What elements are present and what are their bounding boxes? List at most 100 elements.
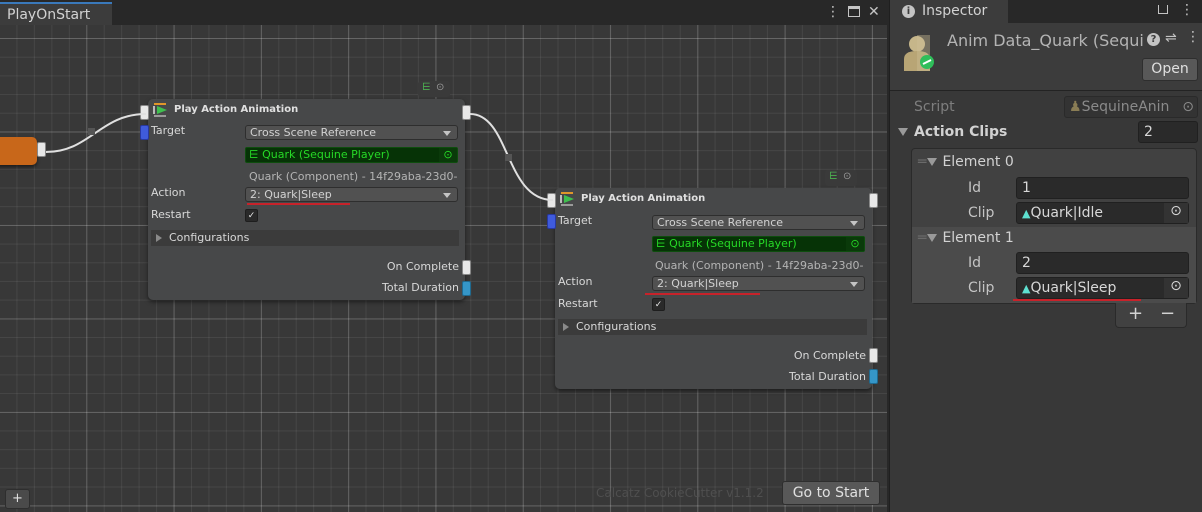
action-dropdown[interactable]: 2: Quark|Sleep (652, 276, 865, 291)
element-0-header[interactable]: ═Element 0 (918, 154, 1014, 170)
remove-element-button[interactable]: − (1160, 303, 1176, 324)
element-1-id-label: Id (968, 255, 982, 271)
node-2-mini-toolbar: ⋿⊙ (825, 170, 857, 186)
target-dropdown[interactable]: Cross Scene Reference (652, 215, 865, 230)
target-dropdown[interactable]: Cross Scene Reference (245, 125, 458, 140)
open-button[interactable]: Open (1142, 58, 1198, 81)
object-picker-icon[interactable]: ⊙ (846, 237, 864, 251)
component-reference-text: Quark (Component) - 14f29aba-23d0- (249, 170, 458, 183)
total-duration-label: Total Duration (789, 370, 866, 383)
go-to-start-button[interactable]: Go to Start (782, 481, 880, 505)
node-1-total-duration-port[interactable] (462, 281, 471, 296)
version-watermark: Calcatz CookieCutter v1.1.2 (596, 486, 764, 500)
configurations-foldout[interactable]: Configurations (558, 319, 867, 335)
graph-tabbar: PlayOnStart ⋮ ✕ (0, 0, 887, 25)
lock-icon[interactable] (1158, 5, 1168, 14)
object-picker-icon: ⊙ (1182, 99, 1194, 115)
action-dropdown[interactable]: 2: Quark|Sleep (245, 187, 458, 202)
element-0-id-label: Id (968, 180, 982, 196)
maximize-icon[interactable] (848, 6, 860, 17)
add-node-button[interactable]: + (5, 489, 30, 509)
window-controls: ⋮ ✕ (826, 4, 880, 20)
element-1-header[interactable]: ═Element 1 (918, 230, 1014, 246)
error-underline (247, 203, 350, 205)
action-label: Action (151, 186, 186, 199)
tab-inspector[interactable]: i Inspector (890, 0, 1008, 23)
target-icon[interactable]: ⊙ (843, 171, 852, 182)
sequine-player-object-field[interactable]: ⋿ Quark (Sequine Player)⊙ (652, 236, 865, 252)
target-icon[interactable]: ⊙ (436, 82, 445, 93)
asset-avatar-icon (904, 35, 934, 71)
on-complete-label: On Complete (386, 260, 459, 273)
chevron-down-icon (443, 131, 451, 136)
restart-checkbox[interactable]: ✓ (652, 298, 665, 311)
play-action-animation-node-2[interactable]: Play Action Animation Target Cross Scene… (555, 188, 872, 389)
node-2-total-duration-port[interactable] (869, 369, 878, 384)
element-0-clip-label: Clip (968, 205, 995, 221)
menu-icon[interactable]: ⋮ (1180, 2, 1194, 18)
start-node-output-port[interactable] (37, 142, 46, 157)
configurations-foldout[interactable]: Configurations (151, 230, 459, 246)
node-1-target-port[interactable] (140, 125, 149, 140)
chevron-down-icon (443, 193, 451, 198)
drag-handle-icon[interactable]: ═ (918, 154, 927, 170)
error-underline (1013, 299, 1141, 301)
info-icon: i (902, 5, 915, 18)
restart-label: Restart (151, 208, 191, 221)
sequine-player-icon: ⋿ (249, 148, 263, 161)
node-1-on-complete-port[interactable] (462, 260, 471, 275)
element-0-id-field[interactable]: 1 (1016, 177, 1189, 199)
object-picker-icon[interactable]: ⊙ (1164, 278, 1188, 298)
inspector-header: Anim Data_Quark (Sequi ? ⇌ ⋮ Open (890, 23, 1202, 91)
node-title: Play Action Animation (581, 193, 706, 204)
action-animation-icon (560, 192, 574, 206)
preset-settings-icon[interactable]: ⇌ (1165, 30, 1177, 46)
node-1-output-flow-port[interactable] (462, 105, 471, 120)
node-1-input-flow-port[interactable] (140, 105, 149, 120)
drag-handle-icon[interactable]: ═ (918, 230, 927, 246)
target-label: Target (558, 214, 593, 227)
menu-icon[interactable]: ⋮ (826, 4, 840, 20)
script-label: Script (914, 99, 955, 115)
action-label: Action (558, 275, 593, 288)
object-picker-icon[interactable]: ⊙ (439, 148, 457, 162)
sequine-icon[interactable]: ⋿ (829, 171, 838, 182)
element-0-clip-field[interactable]: ▲Quark|Idle ⊙ (1016, 202, 1189, 224)
graph-canvas[interactable]: Play Action Animation Target Cross Scene… (0, 25, 887, 512)
node-1-mini-toolbar: ⋿⊙ (418, 81, 450, 97)
element-1-clip-label: Clip (968, 280, 995, 296)
action-clips-size-field[interactable]: 2 (1138, 121, 1198, 143)
help-icon[interactable]: ? (1147, 33, 1160, 46)
add-element-button[interactable]: + (1128, 303, 1144, 324)
node-2-input-flow-port[interactable] (547, 193, 556, 208)
tab-playonstart[interactable]: PlayOnStart (0, 2, 112, 25)
restart-checkbox[interactable]: ✓ (245, 209, 258, 222)
object-picker-icon[interactable]: ⊙ (1164, 203, 1188, 223)
inspector-panel: i Inspector ⋮ Anim Data_Quark (Sequi ? ⇌… (889, 0, 1202, 512)
node-2-output-flow-port[interactable] (869, 193, 878, 208)
close-icon[interactable]: ✕ (868, 4, 880, 20)
sequine-icon[interactable]: ⋿ (422, 82, 431, 93)
node-2-target-port[interactable] (547, 214, 556, 229)
more-menu-icon[interactable]: ⋮ (1186, 29, 1200, 45)
chevron-down-icon (850, 221, 858, 226)
sequine-player-object-field[interactable]: ⋿ Quark (Sequine Player)⊙ (245, 147, 458, 163)
action-clips-list: ═Element 0 Id 1 Clip ▲Quark|Idle ⊙ ═Elem… (911, 148, 1197, 304)
script-object-field: ♟SequineAnin ⊙ (1064, 96, 1198, 118)
start-node[interactable] (0, 137, 37, 165)
sequine-player-icon: ⋿ (656, 237, 670, 250)
asset-title: Anim Data_Quark (Sequi (947, 31, 1144, 50)
triangle-down-icon (927, 234, 938, 242)
triangle-down-icon (898, 128, 908, 136)
node-2-on-complete-port[interactable] (869, 348, 878, 363)
triangle-right-icon (563, 323, 569, 331)
play-action-animation-node-1[interactable]: Play Action Animation Target Cross Scene… (148, 99, 465, 300)
error-underline (645, 293, 760, 295)
action-clips-foldout[interactable]: Action Clips (898, 124, 1007, 140)
list-add-remove-footer: + − (1115, 303, 1187, 328)
graph-window: PlayOnStart ⋮ ✕ Play Action Animation Ta… (0, 0, 887, 512)
element-1-id-field[interactable]: 2 (1016, 252, 1189, 274)
triangle-right-icon (156, 234, 162, 242)
element-1-clip-field[interactable]: ▲Quark|Sleep ⊙ (1016, 277, 1189, 299)
target-label: Target (151, 124, 186, 137)
